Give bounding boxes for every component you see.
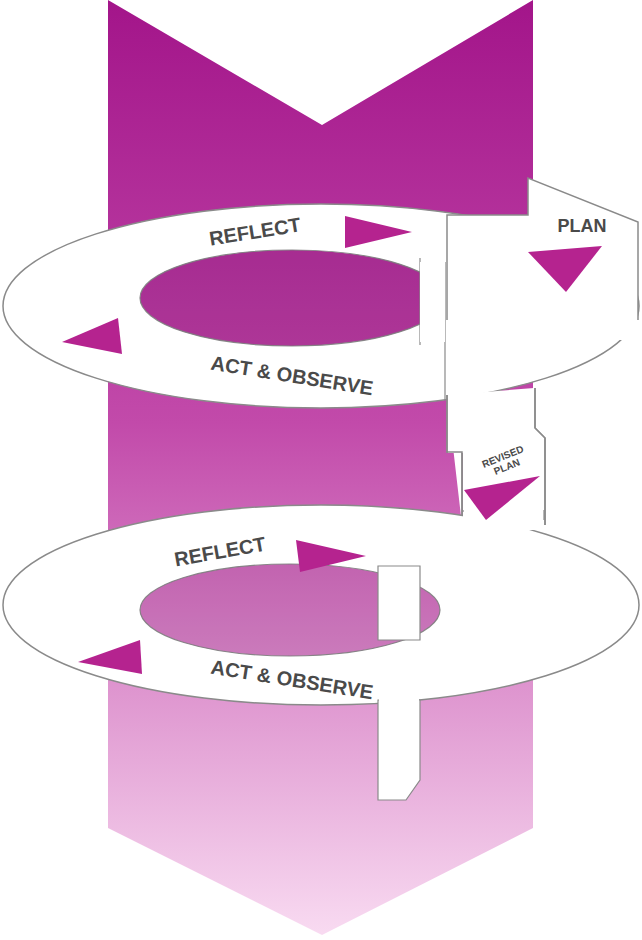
ring-hole-shade — [140, 250, 444, 346]
direction-arrow — [528, 246, 602, 292]
direction-arrow — [62, 318, 122, 354]
ribbon-inner — [378, 566, 420, 640]
ring-hole — [140, 564, 440, 656]
ribbon-join — [448, 300, 637, 340]
direction-arrow — [78, 640, 142, 674]
ribbon-tail — [378, 700, 420, 800]
ribbon-join — [379, 695, 419, 707]
ring-hole — [140, 250, 444, 346]
ribbon-edge — [420, 258, 445, 400]
direction-arrow — [464, 476, 540, 520]
plan-flag — [447, 178, 638, 320]
ribbon-label: PLAN — [522, 217, 642, 236]
ring-hole-shade — [140, 564, 440, 656]
ribbon-edge — [463, 510, 544, 520]
direction-arrow — [345, 216, 412, 248]
ribbon-inner — [420, 262, 445, 342]
direction-arrow — [296, 540, 366, 572]
